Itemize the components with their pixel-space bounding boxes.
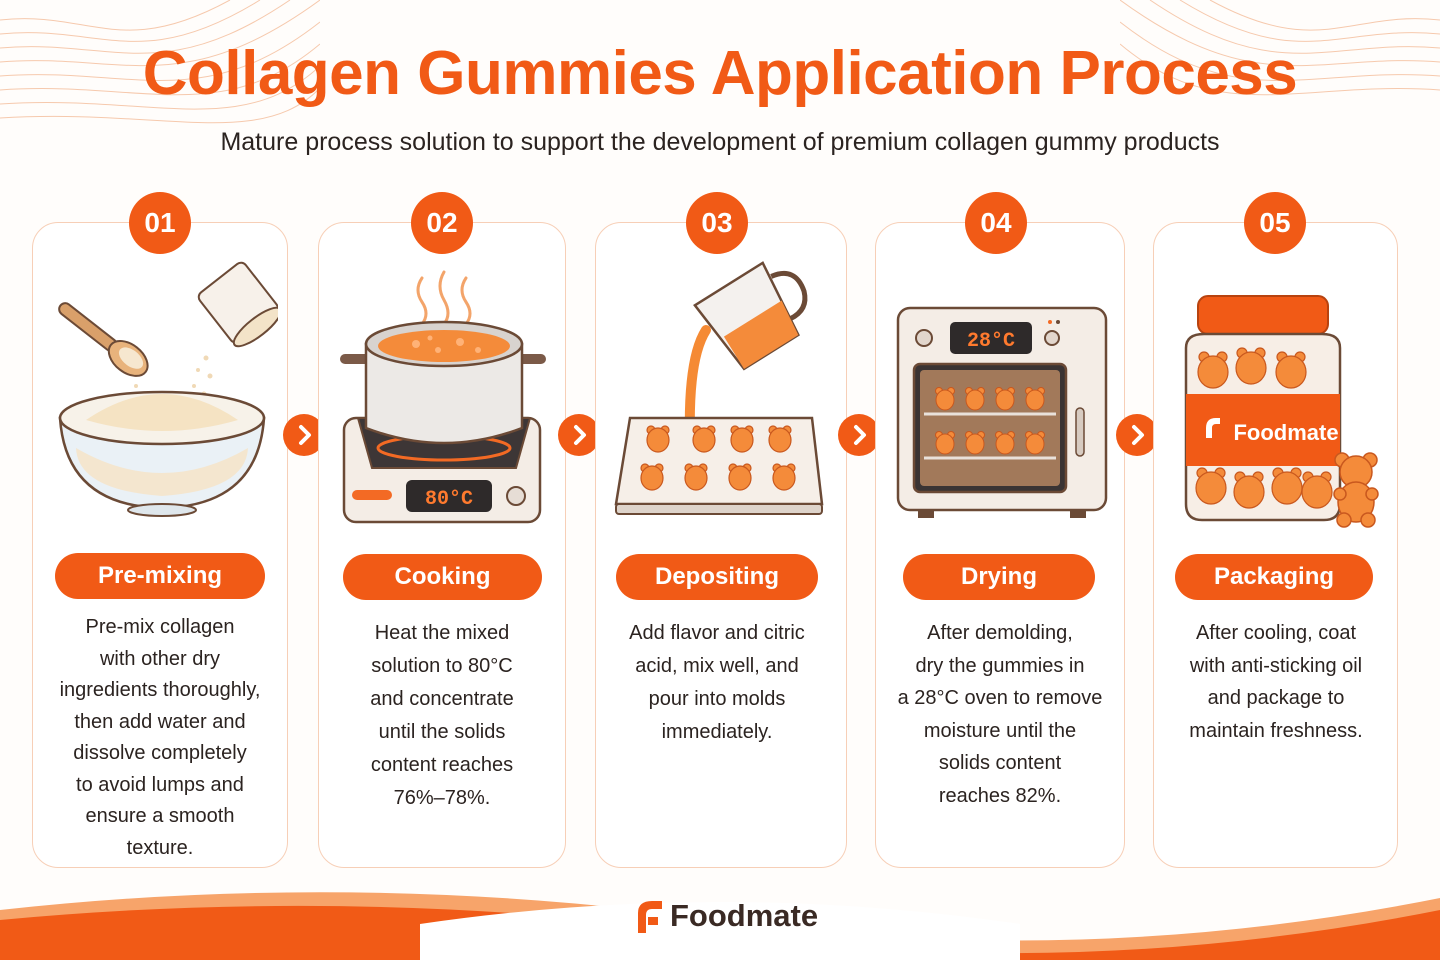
- desc-line: reaches 82%.: [938, 784, 1062, 807]
- cooking-pot-icon: 80°C: [340, 270, 546, 524]
- step-description-packaging: After cooling, coat with anti-sticking o…: [1164, 617, 1388, 747]
- step-label-cooking: Cooking: [343, 554, 542, 600]
- desc-line: with other dry: [99, 647, 221, 670]
- next-step-arrow-icon: [1116, 414, 1158, 456]
- page-title: Collagen Gummies Application Process: [142, 39, 1298, 108]
- desc-line: a 28°C oven to remove: [897, 687, 1103, 709]
- footer-brand-backdrop: [420, 902, 1020, 960]
- desc-line: ingredients thoroughly,: [59, 679, 261, 701]
- desc-line: and concentrate: [370, 688, 514, 710]
- step-label-drying: Drying: [903, 554, 1095, 600]
- desc-line: until the solids: [378, 721, 506, 743]
- step-description-drying: After demolding, dry the gummies in a 28…: [884, 617, 1116, 812]
- step-description-depositing: Add flavor and citric acid, mix well, an…: [605, 617, 829, 749]
- desc-line: dissolve completely: [73, 742, 247, 764]
- desc-line: then add water and: [74, 710, 246, 733]
- desc-line: content reaches: [370, 754, 514, 776]
- desc-line: with anti-sticking oil: [1189, 654, 1363, 677]
- gummy-jar-icon: Foodmate: [1184, 295, 1379, 528]
- desc-line: texture.: [126, 836, 194, 859]
- step-description-premixing: Pre-mix collagen with other dry ingredie…: [42, 612, 278, 864]
- desc-line: to avoid lumps and: [76, 773, 244, 796]
- desc-line: Heat the mixed: [374, 622, 510, 644]
- desc-line: solution to 80°C: [371, 655, 513, 677]
- desc-line: Pre-mix collagen: [85, 616, 235, 638]
- foodmate-logo-icon: [638, 901, 662, 933]
- stove-temperature-display: 80°C: [425, 488, 473, 511]
- desc-line: solids content: [938, 752, 1062, 774]
- step-number-badge: 01: [129, 192, 191, 254]
- desc-line: ensure a smooth: [85, 805, 235, 827]
- desc-line: After cooling, coat: [1195, 622, 1357, 644]
- drying-oven-icon: 28°C: [896, 306, 1108, 518]
- desc-line: moisture until the: [923, 719, 1077, 742]
- next-step-arrow-icon: [558, 414, 600, 456]
- desc-line: acid, mix well, and: [635, 655, 799, 677]
- step-number-badge: 05: [1244, 192, 1306, 254]
- next-step-arrow-icon: [838, 414, 880, 456]
- desc-line: After demolding,: [927, 622, 1073, 644]
- step-number-badge: 04: [965, 192, 1027, 254]
- footer-brand-logo: Foodmate: [634, 894, 818, 938]
- mixing-bowl-icon: [58, 261, 278, 517]
- desc-line: Add flavor and citric: [629, 622, 805, 644]
- oven-temperature-display: 28°C: [967, 330, 1015, 353]
- step-label-packaging: Packaging: [1175, 554, 1373, 600]
- jar-label-text: Foodmate: [1233, 420, 1338, 445]
- step-description-cooking: Heat the mixed solution to 80°C and conc…: [330, 617, 554, 815]
- step-number-badge: 03: [686, 192, 748, 254]
- desc-line: pour into molds: [648, 688, 786, 710]
- desc-line: and package to: [1207, 687, 1345, 709]
- depositing-tray-icon: [614, 261, 824, 515]
- page-subtitle: Mature process solution to support the d…: [220, 128, 1220, 156]
- decorative-corner-lines-right: [1120, 0, 1440, 96]
- desc-line: dry the gummies in: [915, 654, 1085, 677]
- desc-line: 76%–78%.: [393, 787, 491, 809]
- decorative-corner-lines-left: [0, 0, 320, 124]
- footer-brand-name: Foodmate: [670, 898, 819, 933]
- step-number-badge: 02: [411, 192, 473, 254]
- step-label-premixing: Pre-mixing: [55, 553, 265, 599]
- desc-line: maintain freshness.: [1189, 719, 1363, 742]
- desc-line: immediately.: [661, 721, 773, 743]
- step-label-depositing: Depositing: [616, 554, 818, 600]
